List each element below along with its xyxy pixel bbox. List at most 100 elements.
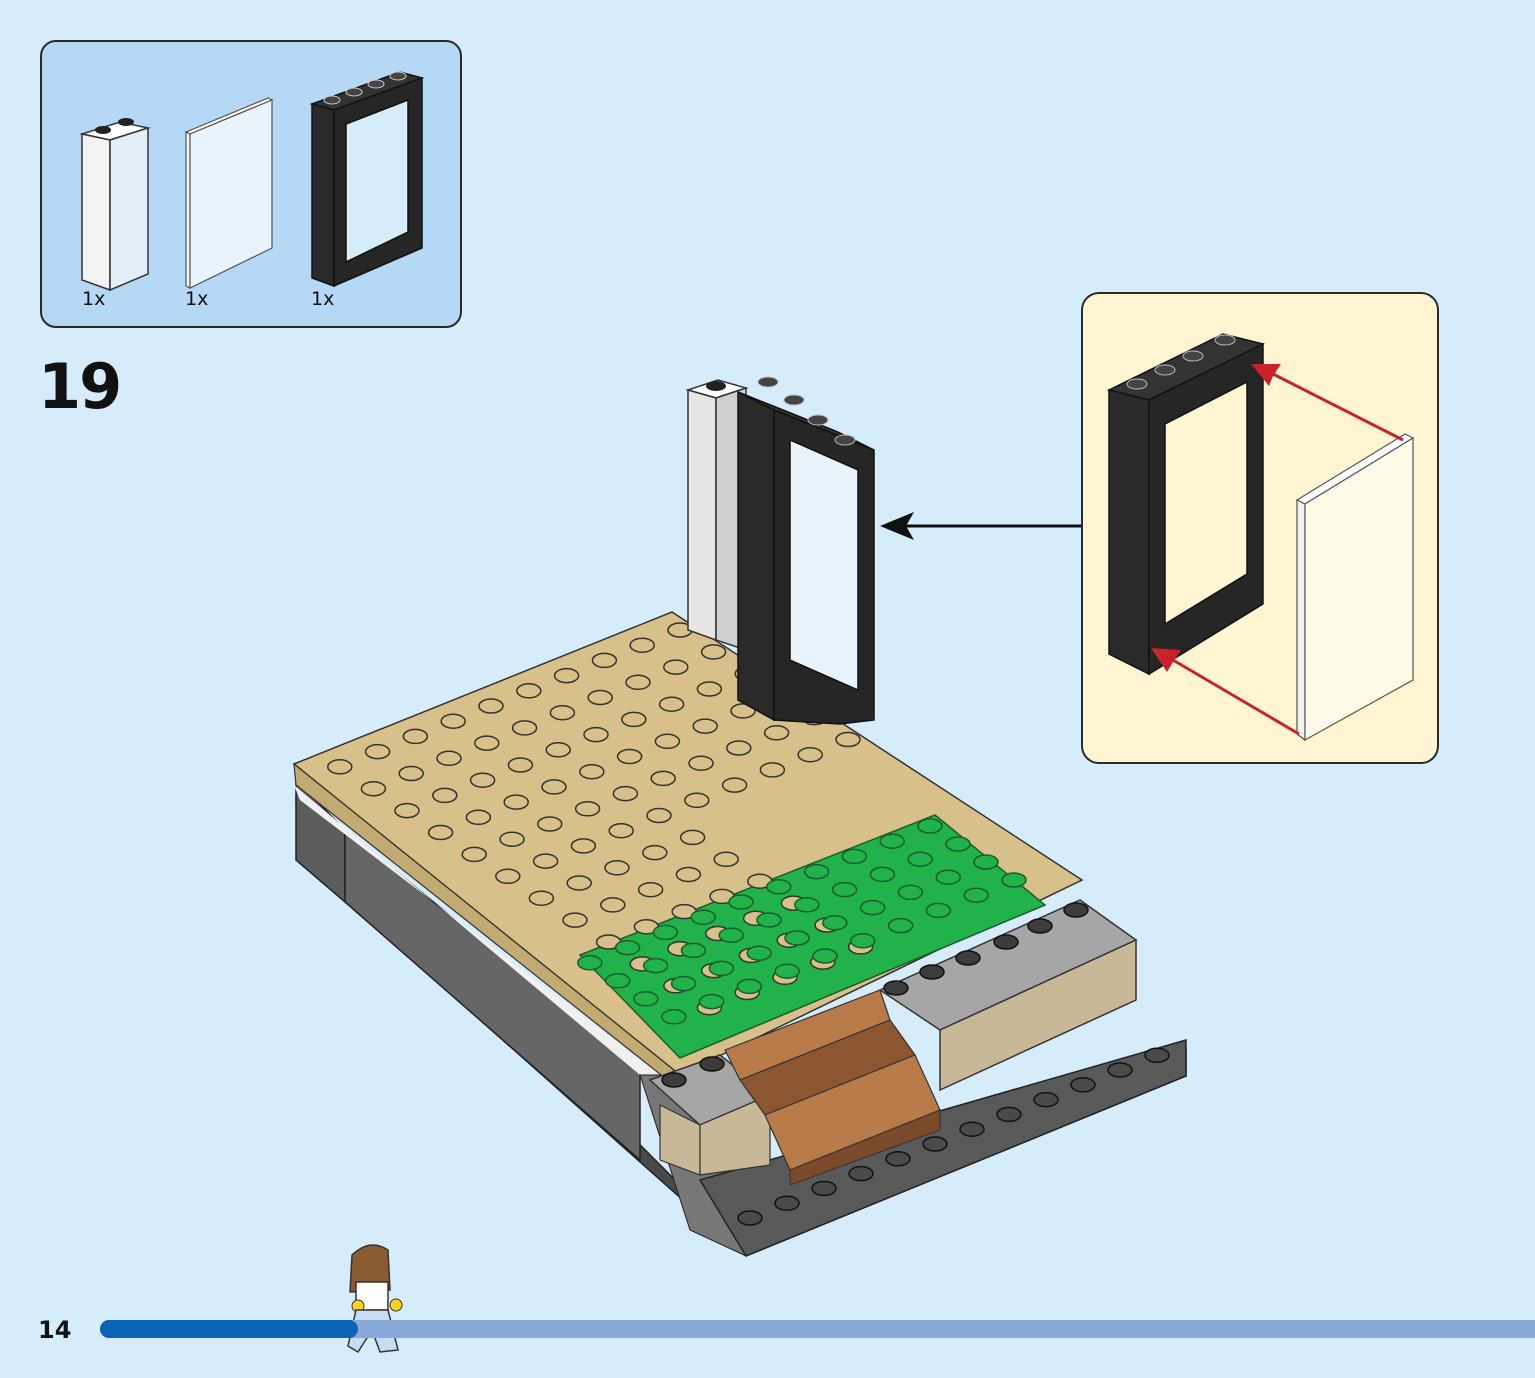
- green-plate: [578, 814, 1047, 1059]
- stud: [925, 902, 952, 919]
- stud: [708, 960, 735, 977]
- stud: [1027, 918, 1053, 934]
- stud: [478, 698, 504, 714]
- stud: [360, 780, 387, 797]
- stud: [432, 787, 458, 804]
- stud: [562, 912, 588, 928]
- stud: [692, 718, 718, 734]
- stud: [835, 731, 861, 748]
- stud: [427, 824, 454, 841]
- stud: [612, 785, 639, 802]
- stud: [402, 728, 429, 745]
- stud: [730, 703, 756, 719]
- stud: [625, 674, 651, 691]
- stud: [1107, 1062, 1133, 1078]
- stud: [794, 897, 820, 913]
- qty-window-frame: 1x: [311, 288, 335, 310]
- stud: [811, 1180, 837, 1197]
- stud: [605, 973, 631, 989]
- stud: [955, 950, 981, 966]
- stud: [784, 930, 810, 946]
- stud: [469, 772, 496, 788]
- stud: [698, 993, 725, 1010]
- stud: [963, 887, 989, 903]
- stud: [566, 875, 592, 891]
- stud: [756, 912, 782, 928]
- stud: [503, 794, 529, 810]
- stud: [699, 1056, 725, 1072]
- stud: [570, 838, 597, 854]
- stud: [661, 1009, 687, 1025]
- stud: [883, 980, 909, 996]
- callout-glass-pane: [1295, 433, 1415, 742]
- stud: [616, 748, 643, 765]
- stud: [675, 866, 702, 883]
- stud: [766, 879, 792, 895]
- stud: [663, 659, 689, 675]
- stud: [917, 818, 943, 834]
- stud: [579, 763, 605, 780]
- stud: [841, 848, 868, 865]
- stud: [721, 777, 748, 793]
- stud: [922, 1136, 948, 1152]
- stud: [507, 757, 534, 773]
- stud: [600, 897, 626, 913]
- stud: [1063, 902, 1089, 918]
- stud: [545, 742, 571, 758]
- stud: [774, 963, 800, 979]
- stud: [532, 853, 559, 869]
- stud: [604, 860, 630, 876]
- stud: [661, 1072, 687, 1088]
- stud: [1001, 872, 1027, 888]
- stud: [608, 822, 634, 839]
- stud: [629, 637, 655, 653]
- stud: [642, 957, 669, 974]
- stud: [474, 735, 500, 751]
- stud: [907, 851, 933, 867]
- stud: [440, 713, 466, 729]
- stud: [803, 863, 830, 880]
- stud: [763, 725, 790, 741]
- stud: [993, 934, 1019, 950]
- stud: [919, 964, 945, 980]
- stud: [797, 746, 823, 763]
- stud: [670, 975, 697, 992]
- stud: [587, 689, 613, 706]
- placement-arrow: [880, 512, 1082, 540]
- stud: [658, 696, 685, 712]
- parts-list-box: 1x 1x 1x: [40, 40, 462, 328]
- stud: [897, 884, 924, 901]
- stud: [728, 894, 754, 910]
- stud: [935, 869, 961, 885]
- stud: [516, 683, 542, 699]
- stud: [1144, 1047, 1170, 1063]
- window-frame-part: [309, 71, 425, 288]
- stud: [684, 792, 710, 809]
- stud: [831, 881, 858, 898]
- stud: [859, 899, 886, 916]
- stud: [850, 933, 876, 949]
- stud: [654, 733, 681, 750]
- stud: [869, 866, 896, 883]
- stud: [973, 854, 999, 870]
- stud: [737, 1210, 763, 1226]
- stud: [959, 1121, 985, 1137]
- brown-steps: [724, 989, 941, 1186]
- stud: [774, 1195, 800, 1211]
- stud: [726, 740, 752, 756]
- stud: [633, 991, 659, 1007]
- stud: [885, 1151, 911, 1167]
- stud: [700, 644, 727, 660]
- stud: [1033, 1091, 1059, 1108]
- callout-window-frame: [1106, 333, 1266, 676]
- window-frame-on-model: [737, 376, 875, 725]
- callout-red-arrows: [1151, 364, 1404, 736]
- glass-pane-part: [184, 97, 274, 289]
- stud: [541, 779, 567, 795]
- stud: [848, 1165, 874, 1182]
- stud: [537, 816, 563, 832]
- stud: [436, 750, 462, 767]
- stud: [646, 807, 672, 824]
- stud: [577, 955, 603, 971]
